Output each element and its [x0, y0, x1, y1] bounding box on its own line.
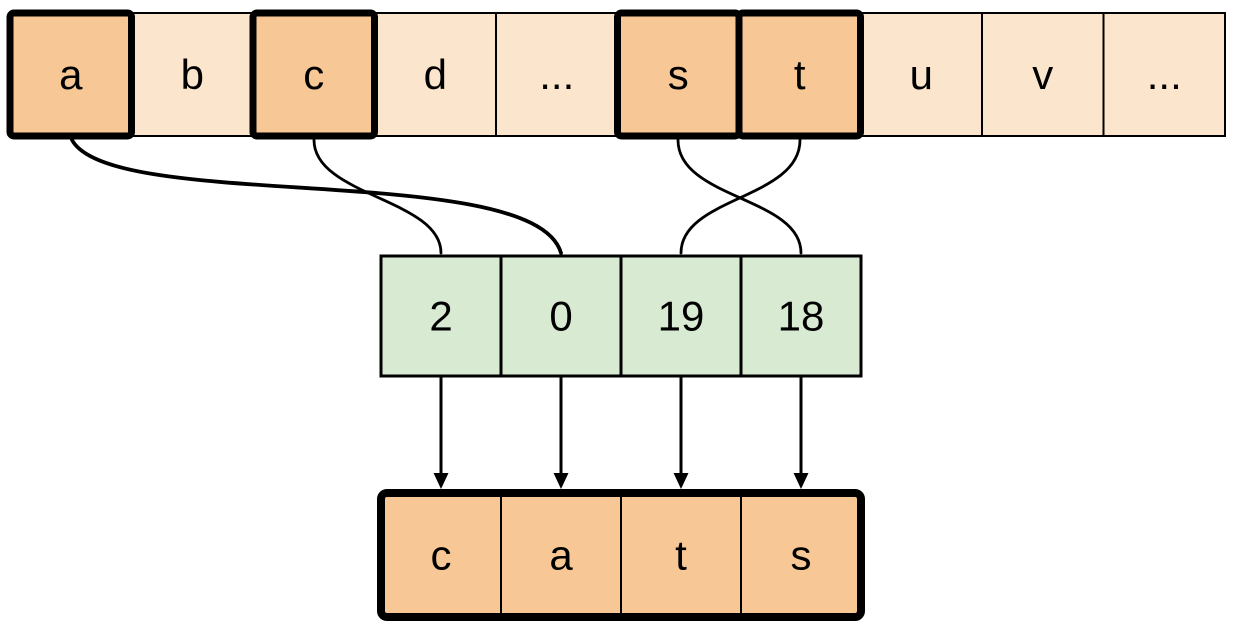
- alphabet-cell-box-ellipsis-1: [495, 12, 619, 137]
- result-cell-box-1: [500, 492, 622, 618]
- arrow-head-icon-1: [553, 473, 569, 489]
- alphabet-cell-label-a: a: [59, 51, 83, 98]
- index-cell-box-2: [619, 254, 743, 378]
- alphabet-cell-label-c: c: [303, 51, 324, 98]
- alphabet-cell-label-u: u: [910, 51, 933, 98]
- highlight-outline-a: [6, 9, 135, 140]
- highlight-outline-t: [735, 9, 864, 140]
- arrow-head-icon-3: [793, 473, 809, 489]
- alphabet-cell-box-a: [9, 12, 133, 137]
- index-cell-value-0: 2: [429, 293, 452, 340]
- index-cell-value-3: 18: [778, 293, 825, 340]
- curve-t-to-index-19: [679, 138, 802, 255]
- arrow-head-icon-2: [673, 473, 689, 489]
- alphabet-cell-label-v: v: [1032, 51, 1053, 98]
- alphabet-cell-label-s: s: [668, 51, 689, 98]
- result-cell-letter-0: c: [431, 532, 452, 579]
- alphabet-cell-box-ellipsis-2: [1102, 12, 1226, 137]
- index-cell-value-2: 19: [658, 293, 705, 340]
- curve-a-to-index-0: [70, 138, 563, 255]
- alphabet-array-row: a b c d ... s t u v ...: [6, 9, 1226, 140]
- arrow-head-icon-0: [433, 473, 449, 489]
- alphabet-cell-label-ellipsis-1: ...: [539, 51, 574, 98]
- alphabet-cell-label-t: t: [794, 51, 806, 98]
- alphabet-cell-label-b: b: [181, 51, 204, 98]
- index-cell-value-1: 0: [549, 293, 572, 340]
- result-cell-letter-1: a: [549, 532, 573, 579]
- mapping-curves: [70, 138, 803, 255]
- result-array-row: c a t s: [377, 489, 865, 621]
- alphabet-cell-label-ellipsis-2: ...: [1147, 51, 1182, 98]
- highlight-outline-c: [249, 9, 378, 140]
- index-cell-box-0: [379, 254, 503, 378]
- curve-c-to-index-2: [312, 138, 443, 255]
- result-array-outline: [377, 489, 865, 621]
- alphabet-cell-label-d: d: [424, 51, 447, 98]
- index-array-row: 2 0 19 18: [379, 254, 863, 378]
- index-cell-box-3: [739, 254, 863, 378]
- alphabet-cell-box-b: [130, 12, 254, 137]
- alphabet-cell-box-v: [981, 12, 1105, 137]
- result-cell-letter-2: t: [675, 532, 687, 579]
- curve-s-to-index-18: [676, 138, 803, 255]
- index-to-result-arrows: [433, 377, 809, 489]
- result-cell-letter-3: s: [791, 532, 812, 579]
